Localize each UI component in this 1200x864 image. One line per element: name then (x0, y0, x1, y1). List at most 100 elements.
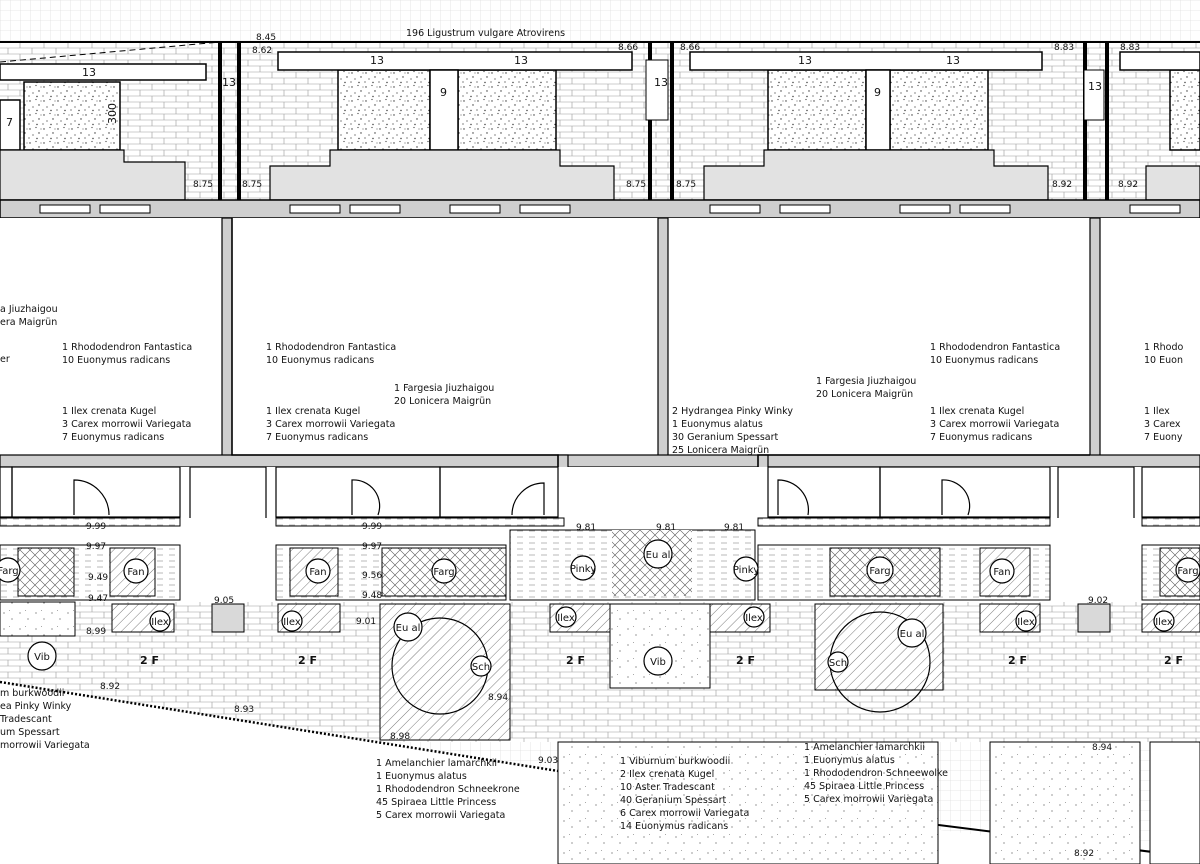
planting-list-right: 1 Rhodo 10 Euon 1 Ilex 3 Carex 7 Euony (1144, 342, 1184, 443)
floor-label-3: 2 F (566, 654, 585, 667)
symbol-ilex-1: Ilex (151, 617, 169, 628)
elev-981-b: 9.81 (656, 523, 676, 533)
elev-947: 9.47 (88, 594, 108, 604)
floor-label-1: 2 F (140, 654, 159, 667)
dim-13-d: 13 (514, 54, 528, 67)
planting-m-3: 45 Spiraea Little Princess (376, 797, 496, 808)
grey-terraces (0, 149, 1200, 201)
symbol-eual-3: Eu al (900, 629, 925, 640)
planting-o-2: 1 Rhododendron Schneewolke (804, 768, 948, 779)
planting-g-0: 1 Fargesia Jiuzhaigou (816, 376, 916, 387)
planting-b-1: 3 Carex morrowii Variegata (62, 419, 191, 430)
dim-13-a: 13 (82, 66, 96, 79)
planting-left-0: a Jiuzhaigou (0, 304, 58, 315)
planting-e-0: 1 Ilex crenata Kugel (266, 406, 360, 417)
floor-label-6: 2 F (1164, 654, 1183, 667)
elev-845: 8.45 (256, 33, 276, 43)
symbol-eual-1: Eu al (646, 550, 671, 561)
plant-symbol-labels: Farg Fan Fan Farg Pinky Eu al Pinky Farg… (0, 550, 1199, 673)
elev-866-b: 8.66 (680, 43, 700, 53)
symbol-sch-1: Sch (472, 662, 490, 673)
symbol-ilex-3: Ilex (557, 613, 575, 624)
planting-k-1: 3 Carex (1144, 419, 1181, 430)
planting-o-3: 45 Spiraea Little Princess (804, 781, 924, 792)
planting-l-3: um Spessart (0, 727, 60, 738)
lower-lawn (0, 682, 1200, 864)
facade-windows (39, 204, 1181, 214)
elev-902: 9.02 (1088, 596, 1108, 606)
planting-o-0: 1 Amelanchier lamarchkii (804, 742, 925, 753)
elev-948: 9.48 (362, 591, 382, 601)
planting-k-2: 7 Euony (1144, 432, 1183, 443)
planting-g-1: 20 Lonicera Maigrün (816, 389, 913, 400)
symbol-ilex-6: Ilex (1155, 617, 1173, 628)
elev-875-d: 8.75 (676, 180, 696, 190)
symbol-vib-2: Vib (650, 657, 666, 668)
elev-892-b: 8.92 (1118, 180, 1138, 190)
hedge-label: 196 Ligustrum vulgare Atrovirens (406, 28, 565, 39)
wall-posts (218, 42, 1109, 202)
plant-symbol-circles (0, 539, 1200, 677)
elev-981-a: 9.81 (576, 523, 596, 533)
elev-892-a: 8.92 (1052, 180, 1072, 190)
symbol-sch-2: Sch (829, 658, 847, 669)
planting-left-1: era Maigrün (0, 317, 57, 328)
planting-i-1: 3 Carex morrowii Variegata (930, 419, 1059, 430)
planting-o-1: 1 Euonymus alatus (804, 755, 895, 766)
elev-875-c: 8.75 (626, 180, 646, 190)
dim-13-f: 13 (798, 54, 812, 67)
dim-9-a: 9 (440, 86, 447, 99)
planting-f-1: 1 Euonymus alatus (672, 419, 763, 430)
dimension-labels: 13 13 13 13 13 13 13 13 9 9 7 300 (6, 54, 1102, 129)
planting-list-unit3: 2 Hydrangea Pinky Winky 1 Euonymus alatu… (672, 342, 1060, 456)
symbol-ilex-2: Ilex (283, 617, 301, 628)
planting-left-2: er (0, 354, 10, 365)
dim-9-b: 9 (874, 86, 881, 99)
floor-label-5: 2 F (1008, 654, 1027, 667)
planting-f-3: 25 Lonicera Maigrün (672, 445, 769, 456)
elev-892-c: 8.92 (100, 682, 120, 692)
elev-862: 8.62 (252, 46, 272, 56)
symbol-farg-2: Farg (433, 567, 454, 578)
dim-13-h: 13 (1088, 80, 1102, 93)
planting-list-left: a Jiuzhaigou era Maigrün er 1 Rhododendr… (0, 304, 192, 443)
planting-list-bottom-left: m burkwoodii ea Pinky Winky Tradescant u… (0, 688, 90, 751)
elev-898: 8.98 (390, 732, 410, 742)
planting-f-2: 30 Geranium Spessart (672, 432, 779, 443)
elev-866-a: 8.66 (618, 43, 638, 53)
elev-956: 9.56 (362, 571, 382, 581)
planting-i-0: 1 Ilex crenata Kugel (930, 406, 1024, 417)
planting-b-2: 7 Euonymus radicans (62, 432, 164, 443)
planting-d-0: 1 Fargesia Jiuzhaigou (394, 383, 494, 394)
symbol-farg-4: Farg (1177, 566, 1198, 577)
planting-e-1: 3 Carex morrowii Variegata (266, 419, 395, 430)
planting-d-1: 20 Lonicera Maigrün (394, 396, 491, 407)
symbol-farg-1: Farg (0, 566, 19, 577)
symbol-ilex-4: Ilex (745, 613, 763, 624)
dim-13-g: 13 (946, 54, 960, 67)
grey-pads (211, 603, 1111, 633)
planting-l-0: m burkwoodii (0, 688, 64, 699)
planting-m-0: 1 Amelanchier lamarchkii (376, 758, 497, 769)
planting-i-2: 7 Euonymus radicans (930, 432, 1032, 443)
elev-883-a: 8.83 (1054, 43, 1074, 53)
symbol-fan-1: Fan (127, 567, 144, 578)
planting-a-1: 10 Euonymus radicans (62, 355, 170, 366)
planting-list-unit2: 1 Rhododendron Fantastica 10 Euonymus ra… (266, 342, 494, 443)
planting-c-1: 10 Euonymus radicans (266, 355, 374, 366)
planting-n-5: 14 Euonymus radicans (620, 821, 728, 832)
floor-label-2: 2 F (298, 654, 317, 667)
terrace-row (0, 467, 1200, 522)
elev-949: 9.49 (88, 573, 108, 583)
property-dash-line (0, 41, 221, 63)
planting-b-0: 1 Ilex crenata Kugel (62, 406, 156, 417)
symbol-vib-1: Vib (34, 652, 50, 663)
planting-n-2: 10 Aster Tradescant (620, 782, 715, 793)
planting-e-2: 7 Euonymus radicans (266, 432, 368, 443)
planting-l-2: Tradescant (0, 714, 52, 725)
planting-j-0: 1 Rhodo (1144, 342, 1184, 353)
dim-7: 7 (6, 116, 13, 129)
planting-k-0: 1 Ilex (1144, 406, 1170, 417)
